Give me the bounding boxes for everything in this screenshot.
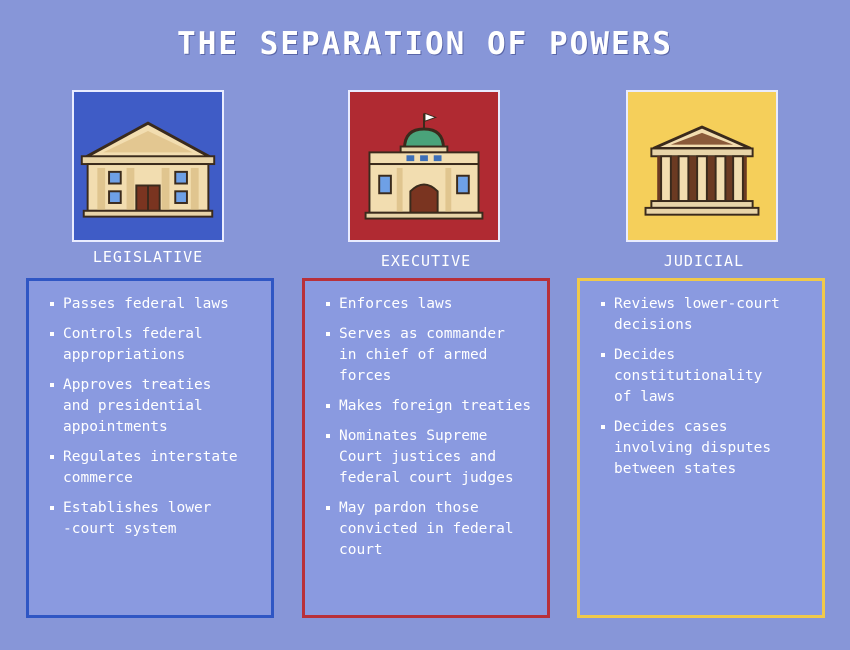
list-item: Passes federal laws <box>49 294 261 315</box>
list-item: Makes foreign treaties <box>325 396 537 417</box>
executive-powers-list: Enforces laws Serves as commander in chi… <box>305 281 547 561</box>
capitol-building-icon <box>80 121 216 218</box>
courthouse-columns-icon <box>644 125 760 216</box>
list-item: Reviews lower-court decisions <box>600 294 812 336</box>
judicial-label: JUDICIAL <box>663 252 745 270</box>
list-item: May pardon those convicted in federal co… <box>325 498 537 561</box>
list-item: Controls federal appropriations <box>49 324 261 366</box>
judicial-icon-tile <box>626 90 778 242</box>
list-item: Decides constitutionality of laws <box>600 345 812 408</box>
list-item: Decides cases involving disputes between… <box>600 417 812 480</box>
list-item: Approves treaties and presidential appoi… <box>49 375 261 438</box>
list-item: Enforces laws <box>325 294 537 315</box>
judicial-powers-box: Reviews lower-court decisions Decides co… <box>577 278 825 618</box>
page-title: THE SEPARATION OF POWERS <box>177 26 673 62</box>
list-item: Serves as commander in chief of armed fo… <box>325 324 537 387</box>
list-item: Nominates Supreme Court justices and fed… <box>325 426 537 489</box>
domed-government-building-icon <box>364 112 484 220</box>
executive-powers-box: Enforces laws Serves as commander in chi… <box>302 278 550 618</box>
executive-label: EXECUTIVE <box>380 252 472 270</box>
executive-icon-tile <box>348 90 500 242</box>
judicial-powers-list: Reviews lower-court decisions Decides co… <box>580 281 822 480</box>
legislative-label: LEGISLATIVE <box>92 248 204 266</box>
legislative-powers-box: Passes federal laws Controls federal app… <box>26 278 274 618</box>
legislative-icon-tile <box>72 90 224 242</box>
list-item: Regulates interstate commerce <box>49 447 261 489</box>
list-item: Establishes lower -court system <box>49 498 261 540</box>
legislative-powers-list: Passes federal laws Controls federal app… <box>29 281 271 540</box>
